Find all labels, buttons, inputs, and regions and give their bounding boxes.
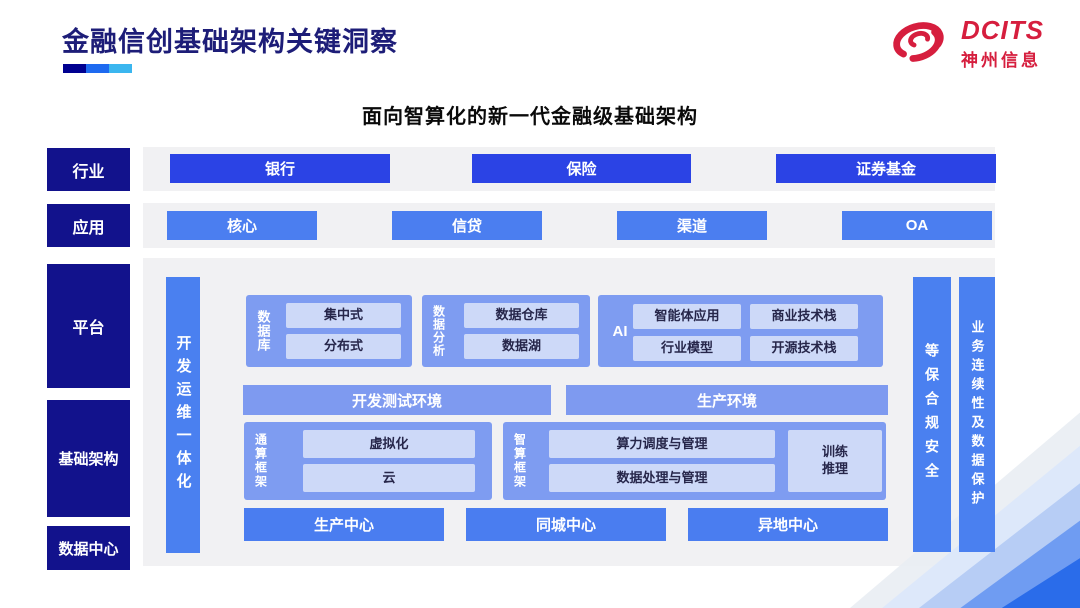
- analytics-group-label: 数据分析: [431, 305, 446, 357]
- diagram-title: 面向智算化的新一代金融级基础架构: [362, 106, 698, 128]
- brand-logo: DCITS 神州信息: [889, 16, 1044, 71]
- general-framework-group: 通算框架 虚拟化 云: [244, 422, 492, 500]
- ana-item-lake: 数据湖: [464, 334, 579, 359]
- rail-application: 应用: [47, 204, 130, 247]
- int-item-data-processing: 数据处理与管理: [549, 464, 775, 492]
- analytics-group: 数据分析 数据仓库 数据湖: [422, 295, 590, 367]
- industry-item-securities: 证券基金: [776, 154, 996, 183]
- app-item-core: 核心: [167, 211, 317, 240]
- db-item-centralized: 集中式: [286, 303, 401, 328]
- application-band: 核心 信贷 渠道 OA: [143, 203, 995, 248]
- rail-platform: 平台: [47, 264, 130, 388]
- ai-item-commercial: 商业技术栈: [750, 304, 858, 329]
- swirl-icon: [889, 16, 953, 71]
- inference-line: 推理: [821, 461, 848, 476]
- env-dev-test: 开发测试环境: [243, 385, 551, 415]
- app-item-oa: OA: [842, 211, 992, 240]
- ai-group-label: AI: [612, 322, 628, 340]
- ai-item-open-source: 开源技术栈: [750, 336, 858, 361]
- logo-company-text: 神州信息: [961, 50, 1041, 70]
- ai-item-agent-app: 智能体应用: [633, 304, 741, 329]
- gen-item-virtualization: 虚拟化: [303, 430, 475, 458]
- ana-item-warehouse: 数据仓库: [464, 303, 579, 328]
- center-remote: 异地中心: [688, 508, 888, 541]
- devops-bar: 开发运维一体化: [166, 277, 200, 553]
- int-item-training-inference: 训练 推理: [788, 430, 882, 492]
- int-item-compute-scheduling: 算力调度与管理: [549, 430, 775, 458]
- security-bar: 等保合规安全: [913, 277, 951, 552]
- page-title: 金融信创基础架构关键洞察: [62, 27, 398, 57]
- platform-panel: 开发运维一体化 数据库 集中式 分布式 数据分析 数据仓库 数据湖 AI 智能体…: [143, 258, 995, 566]
- underline-segment: [86, 64, 109, 73]
- title-underline: [63, 64, 132, 73]
- rail-infrastructure: 基础架构: [47, 400, 130, 517]
- db-item-distributed: 分布式: [286, 334, 401, 359]
- industry-item-bank: 银行: [170, 154, 390, 183]
- ai-item-industry-model: 行业模型: [633, 336, 741, 361]
- gen-item-cloud: 云: [303, 464, 475, 492]
- industry-band: 银行 保险 证券基金: [143, 147, 996, 191]
- logo-brand-text: DCITS: [961, 14, 1044, 45]
- env-production: 生产环境: [566, 385, 888, 415]
- underline-segment: [109, 64, 132, 73]
- ai-group: AI 智能体应用 商业技术栈 行业模型 开源技术栈: [598, 295, 883, 367]
- intelligent-framework-label: 智算框架: [512, 433, 527, 489]
- industry-item-insurance: 保险: [472, 154, 691, 183]
- app-item-channel: 渠道: [617, 211, 767, 240]
- rail-datacenter: 数据中心: [47, 526, 130, 570]
- database-group: 数据库 集中式 分布式: [246, 295, 412, 367]
- training-line: 训练: [821, 444, 848, 460]
- center-production: 生产中心: [244, 508, 444, 541]
- continuity-bar: 业务连续性及数据保护: [959, 277, 995, 552]
- database-group-label: 数据库: [255, 310, 271, 352]
- rail-industry: 行业: [47, 148, 130, 191]
- app-item-credit: 信贷: [392, 211, 542, 240]
- general-framework-label: 通算框架: [253, 433, 268, 489]
- underline-segment: [63, 64, 86, 73]
- center-same-city: 同城中心: [466, 508, 666, 541]
- intelligent-framework-group: 智算框架 算力调度与管理 数据处理与管理 训练 推理: [503, 422, 886, 500]
